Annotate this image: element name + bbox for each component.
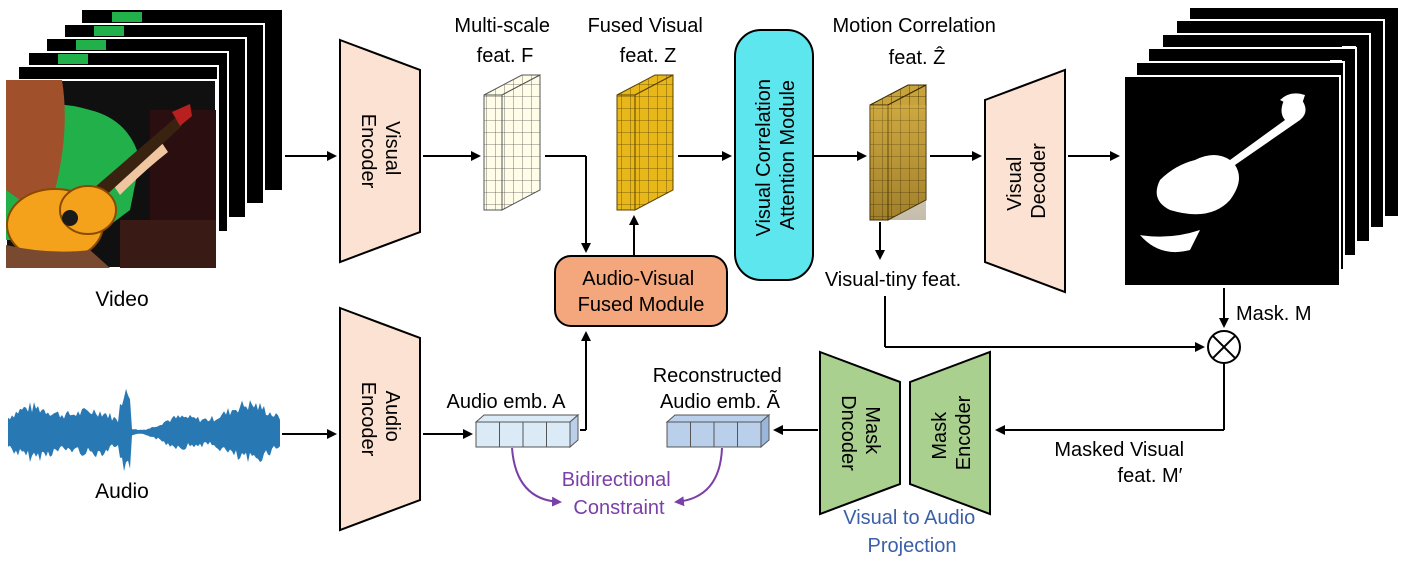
mask-dncoder-line1: Mask bbox=[861, 406, 883, 455]
multiscale-feature-cube bbox=[483, 74, 541, 211]
svg-text:Mask Dncoder: Mask Dncoder bbox=[837, 395, 883, 471]
svg-text:Visual Correlation Atten: Visual Correlation Attention Module bbox=[753, 73, 799, 236]
audio-waveform bbox=[8, 388, 280, 472]
audio-label: Audio bbox=[95, 480, 149, 503]
fused-feature-cube bbox=[616, 74, 674, 211]
audio-embedding bbox=[474, 413, 580, 449]
svg-text:Audio Encoder: Audio Encoder bbox=[357, 382, 403, 457]
bidirectional-label: Bidirectional Constraint bbox=[562, 469, 677, 519]
mask-encoder: Mask Encoder bbox=[909, 350, 991, 516]
fused-label: Fused Visual feat. Z bbox=[588, 15, 709, 67]
audio-encoder: Audio Encoder bbox=[339, 306, 421, 532]
audio-encoder-line1: Audio bbox=[381, 391, 403, 442]
reconstructed-embedding bbox=[665, 413, 771, 449]
svg-text:Mask Encoder: Mask Encoder bbox=[929, 395, 975, 470]
mask-dncoder: Mask Dncoder bbox=[819, 350, 901, 516]
video-label: Video bbox=[95, 288, 148, 311]
correlation-line2: Attention Module bbox=[777, 80, 799, 230]
mask-frames bbox=[1123, 8, 1398, 287]
multiscale-label: Multi-scale feat. F bbox=[454, 15, 555, 67]
av-fused-line1: Audio-Visual bbox=[582, 268, 694, 290]
svg-text:Audio-Visual Fused Modul: Audio-Visual Fused Module bbox=[578, 268, 705, 316]
motion-feature-cube bbox=[869, 84, 927, 221]
mask-encoder-line2: Encoder bbox=[953, 395, 975, 470]
visual-encoder: Visual Encoder bbox=[339, 38, 421, 264]
mask-encoder-line1: Mask bbox=[929, 411, 951, 460]
svg-text:Visual Decoder: Visual Decoder bbox=[1004, 143, 1050, 219]
arrows bbox=[282, 151, 1229, 439]
visual-encoder-line2: Encoder bbox=[357, 114, 379, 189]
visual-encoder-line1: Visual bbox=[381, 121, 403, 175]
audio-emb-label: Audio emb. A bbox=[447, 391, 567, 413]
visual-tiny-label: Visual-tiny feat. bbox=[825, 269, 961, 291]
motion-label: Motion Correlation feat. Ẑ bbox=[833, 15, 1002, 69]
svg-text:Visual Encoder: Visual Encoder bbox=[357, 114, 403, 189]
correlation-module: Visual Correlation Attention Module bbox=[734, 29, 814, 281]
correlation-line1: Visual Correlation bbox=[753, 79, 775, 237]
mask-dncoder-line2: Dncoder bbox=[837, 395, 859, 471]
visual-decoder-line1: Visual bbox=[1004, 157, 1026, 211]
projection-label: Visual to Audio Projection bbox=[843, 507, 981, 557]
visual-decoder: Visual Decoder bbox=[984, 68, 1066, 294]
visual-decoder-line2: Decoder bbox=[1028, 143, 1050, 219]
av-fused-line2: Fused Module bbox=[578, 294, 705, 316]
reconstructed-label: Reconstructed Audio emb. Ã bbox=[653, 365, 788, 413]
masked-visual-label: Masked Visual feat. M′ bbox=[1054, 439, 1189, 487]
video-front-frame bbox=[5, 79, 217, 269]
audio-encoder-line2: Encoder bbox=[357, 382, 379, 457]
mask-label: Mask. M bbox=[1236, 303, 1312, 325]
av-fused-module: Audio-Visual Fused Module bbox=[554, 255, 728, 327]
multiply-node bbox=[1207, 330, 1241, 364]
bidirectional-arrows bbox=[511, 447, 723, 507]
